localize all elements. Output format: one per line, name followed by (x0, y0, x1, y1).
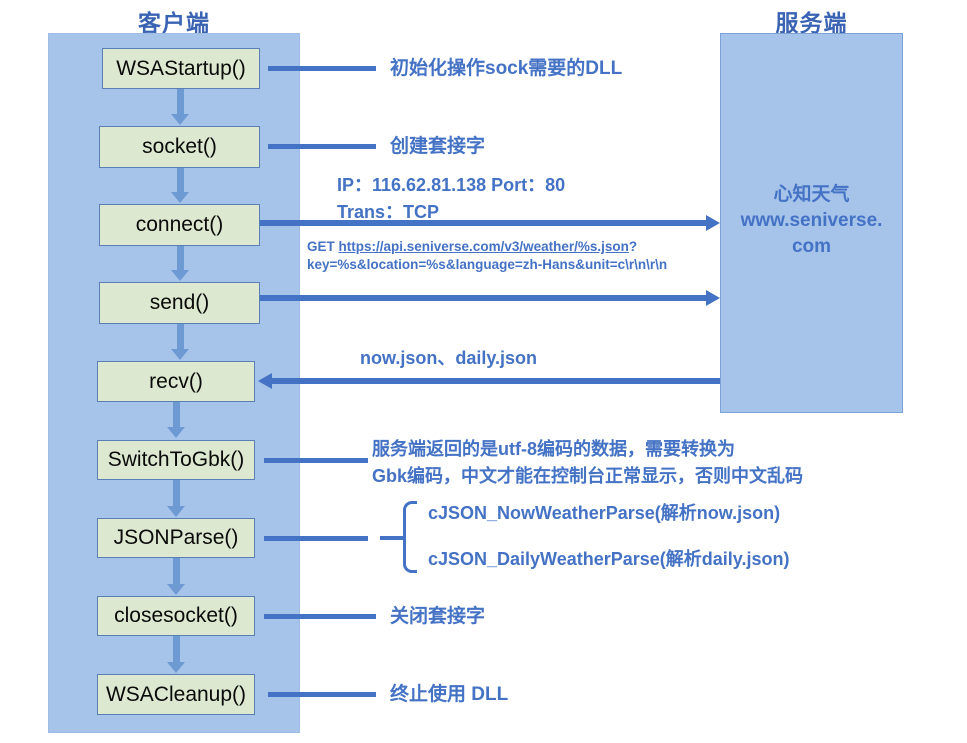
recv-response-arrow-head (258, 373, 272, 389)
flow-arrow-6-head (167, 506, 185, 517)
server-domain-line-1: www.seniverse. (740, 210, 883, 231)
flow-arrow-8-shaft (173, 636, 180, 662)
annotation-socket: 创建套接字 (390, 136, 486, 157)
flow-arrow-7-head (167, 584, 185, 595)
jsonparse-brace (403, 501, 417, 573)
send-request-arrow-head (706, 290, 720, 306)
send-request-prefix: GET (307, 239, 339, 254)
flow-arrow-2-shaft (177, 168, 184, 192)
flow-arrow-5-shaft (173, 402, 180, 427)
server-info-label: 心知天气 www.seniverse. com (720, 182, 903, 260)
annotation-wsastartup: 初始化操作sock需要的DLL (390, 58, 623, 79)
connector-closesocket (264, 614, 376, 619)
annotation-send-request: GET https://api.seniverse.com/v3/weather… (307, 238, 707, 274)
annotation-jsonparse-daily: cJSON_DailyWeatherParse(解析daily.json) (428, 549, 790, 569)
connector-wsastartup (268, 66, 376, 71)
annotation-wsacleanup: 终止使用 DLL (390, 684, 509, 705)
connector-jsonparse-a (264, 536, 368, 541)
annotation-switchtogbk: 服务端返回的是utf-8编码的数据，需要转换为 Gbk编码，中文才能在控制台正常… (372, 436, 962, 490)
client-column-title: 客户端 (138, 10, 210, 36)
server-domain-line-2: com (791, 236, 832, 257)
flow-arrow-2-head (171, 192, 189, 203)
send-request-suffix: ?key=%s&location=%s&language=zh-Hans&uni… (307, 239, 668, 272)
annotation-jsonparse-now: cJSON_NowWeatherParse(解析now.json) (428, 503, 781, 523)
flow-step-switchtogbk[interactable]: SwitchToGbk() (97, 440, 255, 480)
flow-step-wsacleanup[interactable]: WSACleanup() (97, 674, 255, 715)
switchtogbk-line-1: 服务端返回的是utf-8编码的数据，需要转换为 (372, 439, 735, 459)
server-column-title: 服务端 (775, 10, 848, 36)
flow-step-connect[interactable]: connect() (99, 204, 260, 246)
connector-socket (268, 144, 376, 149)
flow-step-recv[interactable]: recv() (97, 361, 255, 402)
flow-step-wsastartup[interactable]: WSAStartup() (102, 48, 260, 89)
connect-request-arrow-shaft (260, 220, 708, 226)
flow-arrow-4-shaft (177, 324, 184, 349)
annotation-recv-payload: now.json、daily.json (360, 348, 538, 368)
flow-arrow-5-head (167, 427, 185, 438)
flow-arrow-1-shaft (177, 89, 184, 114)
flow-arrow-7-shaft (173, 558, 180, 584)
flow-arrow-8-head (167, 662, 185, 673)
flow-step-jsonparse[interactable]: JSONParse() (97, 518, 255, 558)
server-name: 心知天气 (773, 184, 850, 205)
connect-ip-port: IP：116.62.81.138 Port：80 (337, 175, 566, 195)
flow-step-socket[interactable]: socket() (99, 126, 260, 168)
flow-arrow-4-head (171, 349, 189, 360)
annotation-closesocket: 关闭套接字 (390, 606, 486, 627)
flow-step-send[interactable]: send() (99, 282, 260, 324)
annotation-connect-endpoint: IP：116.62.81.138 Port：80 Trans：TCP (337, 172, 565, 226)
connect-transport: Trans：TCP (337, 202, 440, 222)
flow-step-closesocket[interactable]: closesocket() (97, 596, 255, 636)
flow-arrow-3-head (171, 270, 189, 281)
flow-arrow-6-shaft (173, 480, 180, 506)
connector-switchtogbk (264, 458, 368, 463)
server-panel (720, 33, 903, 413)
connector-wsacleanup (268, 692, 376, 697)
connect-request-arrow-head (706, 215, 720, 231)
switchtogbk-line-2: Gbk编码，中文才能在控制台正常显示，否则中文乱码 (372, 466, 804, 486)
send-request-url[interactable]: https://api.seniverse.com/v3/weather/%s.… (338, 239, 629, 254)
flow-arrow-1-head (171, 114, 189, 125)
send-request-arrow-shaft (260, 295, 708, 301)
flow-arrow-3-shaft (177, 246, 184, 270)
recv-response-arrow-shaft (272, 378, 720, 384)
connector-jsonparse-b (380, 536, 406, 540)
